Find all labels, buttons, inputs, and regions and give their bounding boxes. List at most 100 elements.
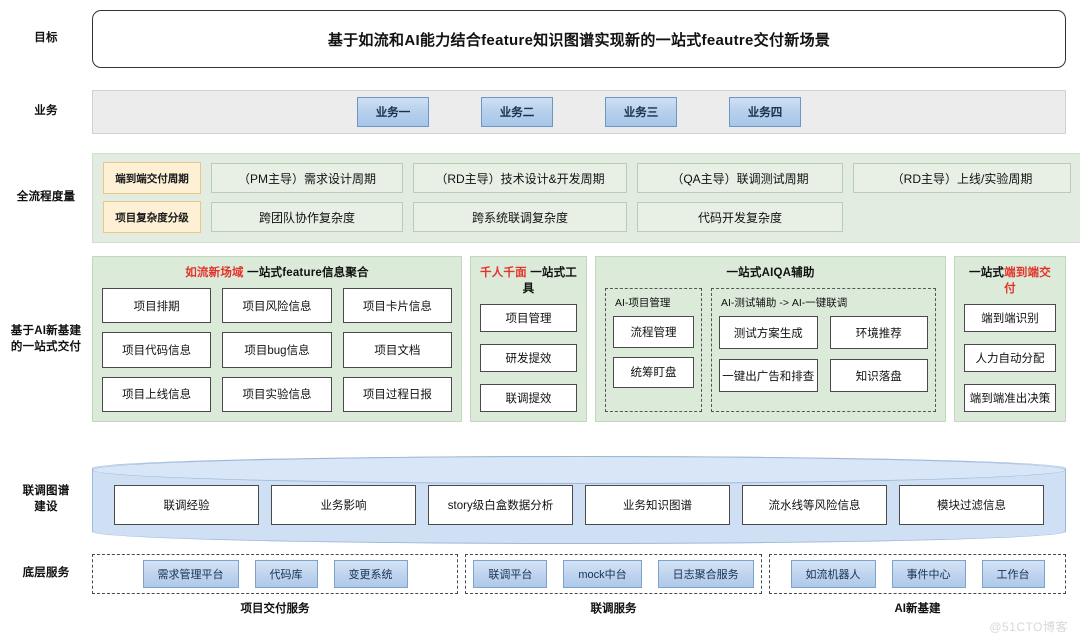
aiqa-group1-body: 流程管理 统筹盯盘 [613, 316, 694, 404]
panel-ruliu-new-domain: 如流新场域 一站式feature信息聚合 项目排期 项目风险信息 项目卡片信息 … [92, 256, 462, 422]
base-services-row: 底层服务 需求管理平台 代码库 变更系统 联调平台 mock中台 日志聚合服务 … [0, 552, 1080, 596]
panel1-title-rest: 一站式feature信息聚合 [243, 267, 369, 279]
goal-box: 基于如流和AI能力结合feature知识图谱实现新的一站式feautre交付新场… [92, 10, 1066, 68]
service-chip-3-3[interactable]: 工作台 [981, 560, 1045, 588]
base-caption-project-delivery: 项目交付服务 [240, 603, 310, 615]
graph-node-2[interactable]: 业务影响 [271, 484, 416, 525]
business-strip: 业务一 业务二 业务三 业务四 [92, 90, 1066, 134]
base-group-joint-debug: 联调平台 mock中台 日志聚合服务 [465, 554, 762, 594]
goal-row-body: 基于如流和AI能力结合feature知识图谱实现新的一站式feautre交付新场… [92, 10, 1066, 68]
business-chip-3[interactable]: 业务三 [605, 97, 677, 127]
panel1-title: 如流新场域 一站式feature信息聚合 [102, 264, 452, 280]
panel1-node-6[interactable]: 项目文档 [342, 332, 452, 368]
aiqa-groups: AI-项目管理 流程管理 统筹盯盘 AI-测试辅助 -> AI-一键联调 测试方… [605, 288, 936, 412]
row-label-goal: 目标 [34, 32, 58, 45]
panel2-title-highlight: 千人千面 [480, 267, 527, 279]
panel1-title-highlight: 如流新场域 [185, 267, 244, 279]
knowledge-graph-cylinder: 联调经验 业务影响 story级白盒数据分析 业务知识图谱 流水线等风险信息 模… [92, 455, 1066, 544]
panel4-node-column: 端到端识别 人力自动分配 端到端准出决策 [964, 304, 1056, 412]
row-label-graph-line2: 建设 [34, 500, 58, 513]
service-chip-2-1[interactable]: 联调平台 [473, 560, 548, 588]
base-groups-container: 需求管理平台 代码库 变更系统 联调平台 mock中台 日志聚合服务 如流机器人… [92, 554, 1066, 594]
panel2-node-3[interactable]: 联调提效 [480, 384, 577, 412]
panel1-node-3[interactable]: 项目卡片信息 [342, 288, 452, 324]
aiqa-group2-node-2[interactable]: 环境推荐 [829, 316, 928, 349]
metrics-panel: 端到端交付周期 （PM主导）需求设计周期 （RD主导）技术设计&开发周期 （QA… [92, 153, 1080, 243]
aiqa-group1-node-1[interactable]: 流程管理 [613, 316, 694, 348]
panel1-node-grid: 项目排期 项目风险信息 项目卡片信息 项目代码信息 项目bug信息 项目文档 项… [102, 288, 452, 412]
graph-node-1[interactable]: 联调经验 [114, 484, 259, 525]
row-label-ai-delivery: 基于AI新基建 的一站式交付 [0, 256, 92, 424]
business-row-body: 业务一 业务二 业务三 业务四 [92, 90, 1066, 134]
aiqa-group2-title: AI-测试辅助 -> AI-一键联调 [721, 297, 848, 309]
base-group-captions: 项目交付服务 联调服务 AI新基建 [92, 600, 1066, 618]
metric-complexity-3: 代码开发复杂度 [637, 202, 843, 232]
business-chip-4[interactable]: 业务四 [729, 97, 801, 127]
metric-cycle-3: （QA主导）联调测试周期 [637, 163, 843, 193]
panel4-node-2[interactable]: 人力自动分配 [964, 344, 1056, 372]
service-chip-2-3[interactable]: 日志聚合服务 [657, 560, 754, 588]
panel-thousand-faces-tools: 千人千面 一站式工具 项目管理 研发提效 联调提效 [470, 256, 587, 422]
panel1-node-2[interactable]: 项目风险信息 [222, 288, 332, 324]
service-chip-1-1[interactable]: 需求管理平台 [142, 560, 239, 588]
base-caption-ai-infra: AI新基建 [894, 603, 941, 615]
metrics-row: 全流程度量 端到端交付周期 （PM主导）需求设计周期 （RD主导）技术设计&开发… [0, 152, 1080, 244]
metric-cycle-2: （RD主导）技术设计&开发周期 [413, 163, 627, 193]
panel-aiqa-assist: 一站式AIQA辅助 AI-项目管理 流程管理 统筹盯盘 AI-测试辅助 -> A… [595, 256, 946, 422]
service-chip-3-2[interactable]: 事件中心 [891, 560, 966, 588]
aiqa-group-project-mgmt: AI-项目管理 流程管理 统筹盯盘 [605, 288, 702, 412]
graph-row: 联调图谱 建设 联调经验 业务影响 story级白盒数据分析 业务知识图谱 流水… [0, 452, 1080, 547]
row-label-ai-line1: 基于AI新基建 [10, 325, 82, 338]
aiqa-group2-node-1[interactable]: 测试方案生成 [719, 316, 818, 349]
panel1-node-1[interactable]: 项目排期 [102, 288, 212, 324]
goal-title: 基于如流和AI能力结合feature知识图谱实现新的一站式feautre交付新场… [327, 31, 831, 49]
graph-node-5[interactable]: 流水线等风险信息 [742, 484, 887, 525]
metrics-cycle-line: 端到端交付周期 （PM主导）需求设计周期 （RD主导）技术设计&开发周期 （QA… [103, 162, 1071, 194]
row-label-business: 业务 [34, 105, 58, 118]
aiqa-group1-node-2[interactable]: 统筹盯盘 [613, 356, 694, 388]
service-chip-3-1[interactable]: 如流机器人 [790, 560, 876, 588]
service-chip-1-3[interactable]: 变更系统 [333, 560, 408, 588]
aiqa-group2-node-4[interactable]: 知识落盘 [829, 359, 928, 392]
ai-delivery-row-body: 如流新场域 一站式feature信息聚合 项目排期 项目风险信息 项目卡片信息 … [92, 256, 1066, 424]
ai-panels-container: 如流新场域 一站式feature信息聚合 项目排期 项目风险信息 项目卡片信息 … [92, 256, 1066, 422]
graph-node-3[interactable]: story级白盒数据分析 [428, 484, 573, 525]
panel2-node-2[interactable]: 研发提效 [480, 344, 577, 372]
panel3-title: 一站式AIQA辅助 [605, 264, 936, 280]
business-chip-2[interactable]: 业务二 [481, 97, 553, 127]
panel2-node-1[interactable]: 项目管理 [480, 304, 577, 332]
panel4-node-1[interactable]: 端到端识别 [964, 304, 1056, 332]
metric-key-complexity: 项目复杂度分级 [103, 201, 201, 233]
row-label-ai-line2: 的一站式交付 [10, 341, 82, 353]
watermark: @51CTO博客 [989, 620, 1068, 634]
aiqa-group1-title: AI-项目管理 [615, 297, 671, 309]
panel1-node-8[interactable]: 项目实验信息 [222, 376, 332, 412]
panel1-node-9[interactable]: 项目过程日报 [342, 376, 452, 412]
panel2-node-column: 项目管理 研发提效 联调提效 [480, 304, 577, 412]
metrics-row-body: 端到端交付周期 （PM主导）需求设计周期 （RD主导）技术设计&开发周期 （QA… [92, 153, 1080, 243]
panel4-node-3[interactable]: 端到端准出决策 [964, 384, 1056, 412]
cylinder-top-ellipse [92, 455, 1066, 484]
metrics-complexity-line: 项目复杂度分级 跨团队协作复杂度 跨系统联调复杂度 代码开发复杂度 [103, 201, 1071, 233]
metric-cycle-4: （RD主导）上线/实验周期 [853, 163, 1071, 193]
panel4-title-highlight: 端到端交付 [1004, 267, 1051, 295]
aiqa-group-test-assist: AI-测试辅助 -> AI-一键联调 测试方案生成 环境推荐 一键出广告和排查 … [711, 288, 936, 412]
panel1-node-5[interactable]: 项目bug信息 [222, 332, 332, 368]
panel2-title: 千人千面 一站式工具 [480, 264, 577, 296]
panel1-node-7[interactable]: 项目上线信息 [102, 376, 212, 412]
row-label-metrics: 全流程度量 [16, 191, 76, 204]
aiqa-group2-node-3[interactable]: 一键出广告和排查 [719, 359, 818, 392]
panel1-node-4[interactable]: 项目代码信息 [102, 332, 212, 368]
base-caption-joint-debug: 联调服务 [590, 603, 637, 615]
business-chip-1[interactable]: 业务一 [357, 97, 429, 127]
panel2-title-rest: 一站式工具 [522, 267, 578, 295]
service-chip-1-2[interactable]: 代码库 [254, 560, 318, 588]
row-label-graph: 联调图谱 建设 [0, 484, 92, 515]
graph-node-6[interactable]: 模块过滤信息 [899, 484, 1044, 525]
metric-complexity-1: 跨团队协作复杂度 [211, 202, 403, 232]
base-services-row-body: 需求管理平台 代码库 变更系统 联调平台 mock中台 日志聚合服务 如流机器人… [92, 554, 1066, 594]
service-chip-2-2[interactable]: mock中台 [563, 560, 642, 588]
graph-node-4[interactable]: 业务知识图谱 [585, 484, 730, 525]
cylinder-nodes: 联调经验 业务影响 story级白盒数据分析 业务知识图谱 流水线等风险信息 模… [114, 483, 1044, 527]
